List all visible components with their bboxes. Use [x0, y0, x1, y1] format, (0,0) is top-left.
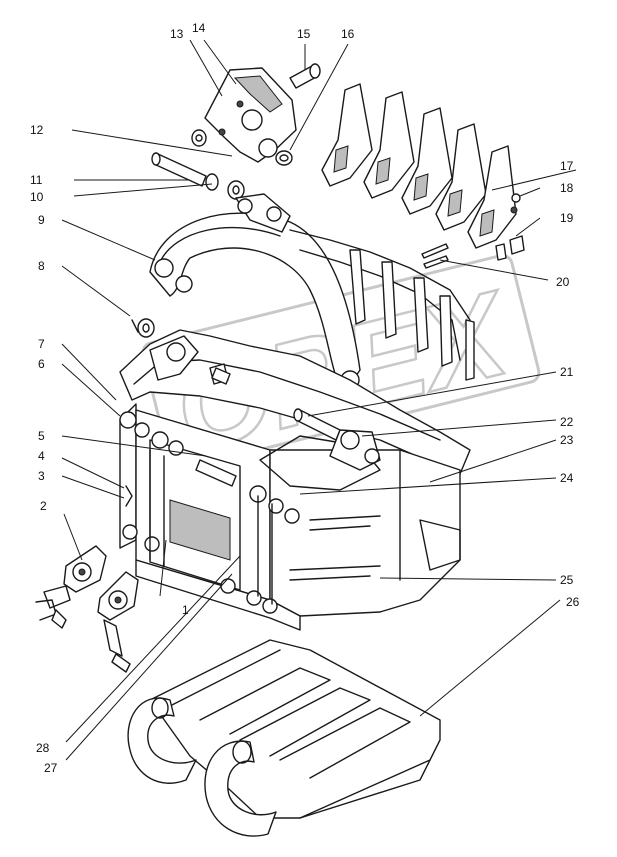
callout-11: 11	[30, 173, 43, 187]
part-bracket-27	[97, 571, 139, 673]
callout-20: 20	[556, 275, 570, 289]
callout-26: 26	[566, 595, 580, 609]
callout-4: 4	[38, 449, 45, 463]
part-bracket-2	[35, 545, 107, 629]
callout-22: 22	[560, 415, 574, 429]
callout-18: 18	[560, 181, 574, 195]
callout-28: 28	[36, 741, 50, 755]
callout-13: 13	[170, 27, 184, 41]
part-clip-19	[495, 235, 525, 261]
callout-1: 1	[182, 603, 189, 617]
part-washers-10	[205, 173, 245, 200]
callout-27: 27	[44, 761, 58, 775]
leader-lines	[61, 39, 577, 761]
callout-15: 15	[297, 27, 311, 41]
part-pins-20	[421, 243, 449, 269]
part-teeth-17	[321, 83, 517, 249]
part-nut-18	[510, 193, 521, 214]
callout-17: 17	[560, 159, 574, 173]
part-rib-structure	[289, 229, 475, 381]
part-pin-11	[151, 152, 207, 187]
callout-10: 10	[30, 190, 44, 204]
callout-6: 6	[38, 357, 45, 371]
part-bushing-16	[275, 150, 293, 166]
callout-labels: 1 2 3 4 5 6 7 8 9 10 11 12 13 14 15 16 1…	[30, 21, 580, 775]
callout-2: 2	[40, 499, 47, 513]
callout-14: 14	[192, 21, 206, 35]
callout-7: 7	[38, 337, 45, 351]
callout-12: 12	[30, 123, 44, 137]
part-bucket-body	[119, 329, 471, 631]
callout-25: 25	[560, 573, 574, 587]
part-washer-top	[191, 129, 207, 147]
callout-23: 23	[560, 433, 574, 447]
part-cover-26	[127, 639, 441, 837]
part-upper-link-housing	[204, 67, 297, 163]
callout-19: 19	[560, 211, 574, 225]
callout-21: 21	[560, 365, 574, 379]
part-clip-8	[131, 318, 155, 338]
callout-24: 24	[560, 471, 574, 485]
callout-8: 8	[38, 259, 45, 273]
callout-16: 16	[341, 27, 355, 41]
callout-5: 5	[38, 429, 45, 443]
callout-9: 9	[38, 213, 45, 227]
callout-3: 3	[38, 469, 45, 483]
